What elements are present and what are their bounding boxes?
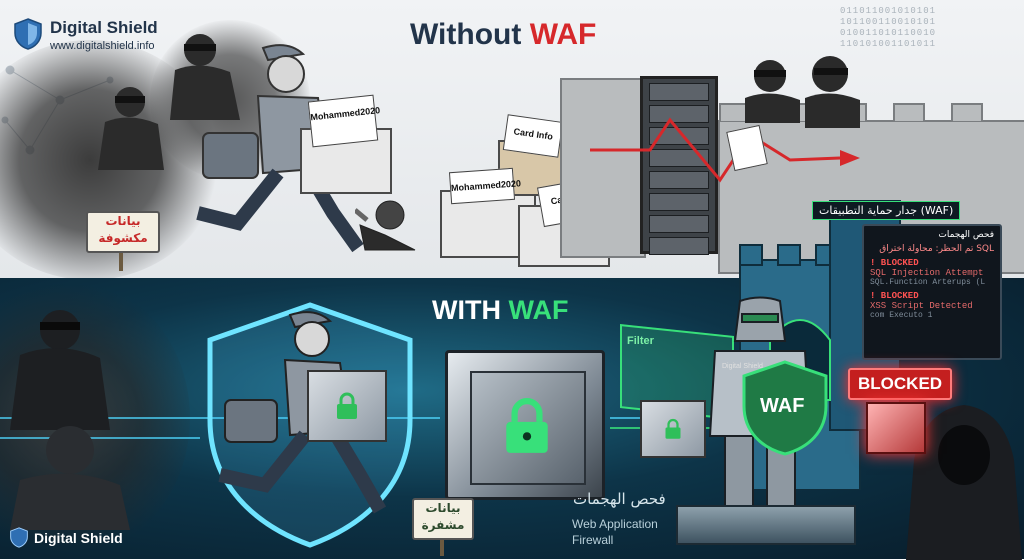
- doc-mohammed2020-carried: Mohammed2020: [307, 94, 381, 148]
- pedestal: [676, 505, 856, 545]
- waf-shield-text: WAF: [760, 395, 805, 417]
- page-title-with-waf: WITH WAF: [432, 295, 569, 325]
- castle-wall-left: [560, 78, 646, 258]
- waf-console-title: جدار حماية التطبيقات (WAF): [812, 201, 961, 220]
- filter-label: Filter: [627, 335, 654, 347]
- brand-name: Digital Shield: [50, 18, 158, 37]
- hacker-figures-left: [98, 34, 240, 170]
- waf-console: فحص الهجمات تم الحظر: محاولة اختراق SQL …: [862, 224, 1002, 360]
- shield-icon: [14, 18, 42, 50]
- page-title-without-waf: Without WAF: [410, 18, 597, 51]
- encrypted-box: [307, 370, 387, 442]
- exposed-data-sign: بيانات مكشوفة: [86, 211, 160, 253]
- hacker-reaching: [355, 200, 416, 251]
- blocked-box: [866, 402, 926, 454]
- lock-icon: [337, 392, 357, 419]
- waf-fullname: Web Application Firewall: [572, 517, 658, 547]
- waf-shield-icon: [742, 360, 828, 456]
- brand-url: www.digitalshield.info: [50, 40, 155, 52]
- inspect-attacks-label: فحص الهجمات: [573, 490, 666, 508]
- hacker-figures-wall: [745, 56, 860, 128]
- hacker-hooded-bottom-right: [906, 405, 1022, 560]
- lock-icon: [506, 398, 548, 453]
- console-entry: ! BLOCKED XSS Script Detected com Execut…: [870, 291, 973, 320]
- lock-icon: [665, 418, 681, 439]
- doc-mohammed2020-box: Mohammed2020: [448, 167, 521, 205]
- brand-header: Digital Shield www.digitalshield.info: [14, 18, 158, 52]
- doc-card-info-1: Card Info: [502, 114, 564, 158]
- scanned-box: [640, 400, 706, 458]
- encrypted-data-sign: بيانات مشفرة: [412, 498, 474, 540]
- armor-brand-label: Digital Shield: [722, 363, 763, 370]
- shield-icon: [10, 527, 28, 548]
- attack-arrow: [590, 117, 860, 183]
- console-entry: ! BLOCKED SQL Injection Attempt SQL.Func…: [870, 258, 986, 287]
- hacker-figures-bottom: [10, 310, 130, 530]
- console-arabic-line: تم الحظر: محاولة اختراق SQL: [879, 244, 994, 254]
- blocked-badge: BLOCKED: [848, 368, 953, 400]
- secure-vault: [445, 350, 605, 500]
- server-rack: [640, 76, 718, 255]
- console-tab: فحص الهجمات: [938, 230, 994, 240]
- brand-footer: Digital Shield: [10, 527, 123, 548]
